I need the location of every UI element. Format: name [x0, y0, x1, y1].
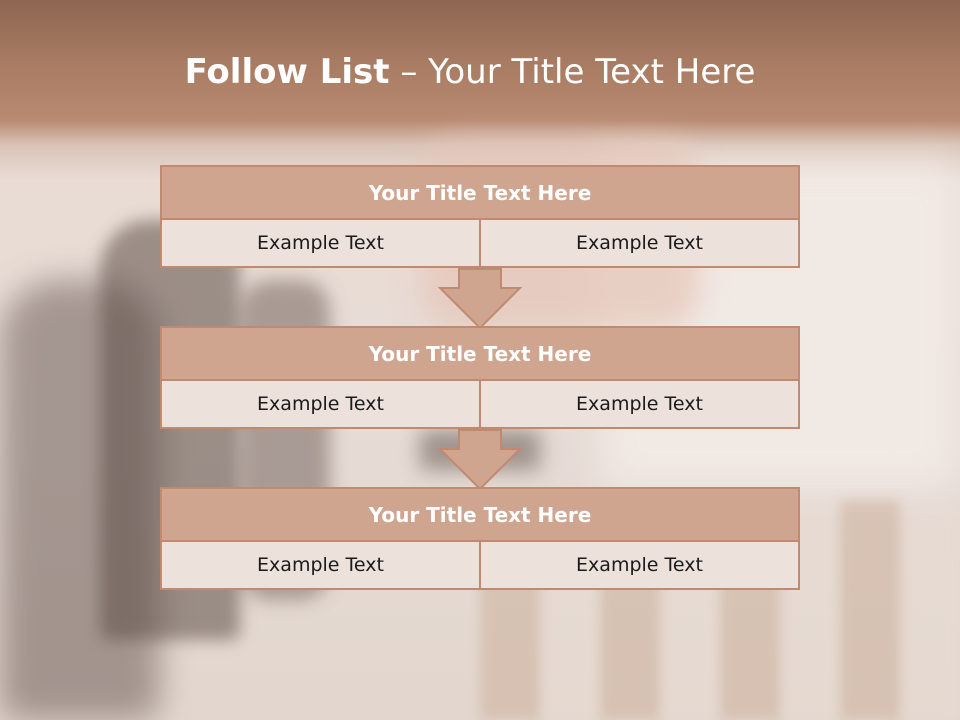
down-arrow-icon [438, 429, 522, 491]
block-cell-left: Example Text [160, 218, 481, 268]
list-block-3: Your Title Text Here Example Text Exampl… [160, 487, 800, 590]
block-row: Example Text Example Text [160, 379, 800, 429]
block-header: Your Title Text Here [160, 487, 800, 542]
list-block-2: Your Title Text Here Example Text Exampl… [160, 326, 800, 429]
block-row: Example Text Example Text [160, 540, 800, 590]
list-block-1: Your Title Text Here Example Text Exampl… [160, 165, 800, 268]
slide-title-rest: – Your Title Text Here [389, 52, 756, 92]
block-header: Your Title Text Here [160, 326, 800, 381]
block-cell-left: Example Text [160, 379, 481, 429]
slide-title: Follow List – Your Title Text Here [0, 52, 940, 92]
block-header: Your Title Text Here [160, 165, 800, 220]
block-cell-left: Example Text [160, 540, 481, 590]
slide-title-bold: Follow List [184, 52, 390, 92]
block-cell-right: Example Text [479, 379, 800, 429]
down-arrow-icon [438, 268, 522, 330]
block-cell-right: Example Text [479, 540, 800, 590]
block-cell-right: Example Text [479, 218, 800, 268]
block-row: Example Text Example Text [160, 218, 800, 268]
